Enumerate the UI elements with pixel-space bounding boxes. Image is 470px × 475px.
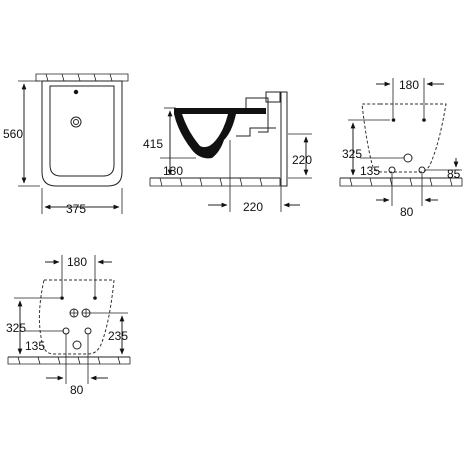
side-view: 415 130 220 220 bbox=[143, 91, 312, 214]
front-a-waste bbox=[403, 153, 413, 163]
wall-strip bbox=[35, 73, 129, 82]
dim-side-height: 415 bbox=[143, 137, 163, 151]
dim-front-b-width: 180 bbox=[67, 255, 87, 269]
top-view: 560 375 bbox=[3, 73, 129, 216]
dim-side-low: 130 bbox=[163, 164, 183, 178]
wall-section bbox=[280, 91, 288, 187]
dim-side-depth: 220 bbox=[243, 200, 263, 214]
front-a-outline bbox=[361, 103, 447, 173]
bidet-bowl bbox=[49, 85, 115, 177]
front-a-supply-right bbox=[418, 166, 426, 174]
dim-front-b-floor: 135 bbox=[25, 339, 45, 353]
dim-top-width: 375 bbox=[66, 202, 86, 216]
dim-front-a-right: 85 bbox=[447, 167, 461, 181]
waste-pipe bbox=[245, 97, 269, 133]
bidet-outline bbox=[41, 80, 123, 187]
dim-front-a-floor: 135 bbox=[360, 164, 380, 178]
front-b-hole-left bbox=[60, 296, 64, 300]
tap-hole bbox=[73, 89, 79, 95]
front-view-b: 180 325 135 235 80 bbox=[6, 255, 131, 397]
dim-front-a-spacing: 80 bbox=[400, 205, 414, 219]
front-b-cross-left bbox=[70, 309, 78, 317]
dim-front-b-right: 235 bbox=[108, 329, 128, 343]
dim-front-a-width: 180 bbox=[399, 78, 419, 92]
front-b-cross-right bbox=[82, 309, 90, 317]
floor-hatch bbox=[149, 177, 281, 187]
fixing-bracket bbox=[265, 91, 281, 103]
drain-outer bbox=[70, 116, 82, 128]
supply-pipe bbox=[236, 127, 276, 137]
front-b-waste bbox=[72, 340, 82, 350]
dim-front-a-height: 325 bbox=[342, 147, 362, 161]
dim-top-height: 560 bbox=[3, 127, 23, 141]
front-a-holes bbox=[391, 118, 426, 122]
front-a-supply-left bbox=[388, 166, 396, 174]
wall-hatch bbox=[45, 73, 113, 82]
front-b-supply-right bbox=[84, 327, 92, 335]
dim-front-b-height: 325 bbox=[6, 321, 26, 335]
dim-front-b-spacing: 80 bbox=[70, 383, 84, 397]
front-view-a: 180 325 135 85 80 bbox=[339, 78, 463, 219]
front-b-hole-right bbox=[93, 296, 97, 300]
drain-inner bbox=[73, 119, 79, 125]
dim-side-mount: 220 bbox=[292, 153, 312, 167]
front-b-outline bbox=[38, 279, 115, 355]
